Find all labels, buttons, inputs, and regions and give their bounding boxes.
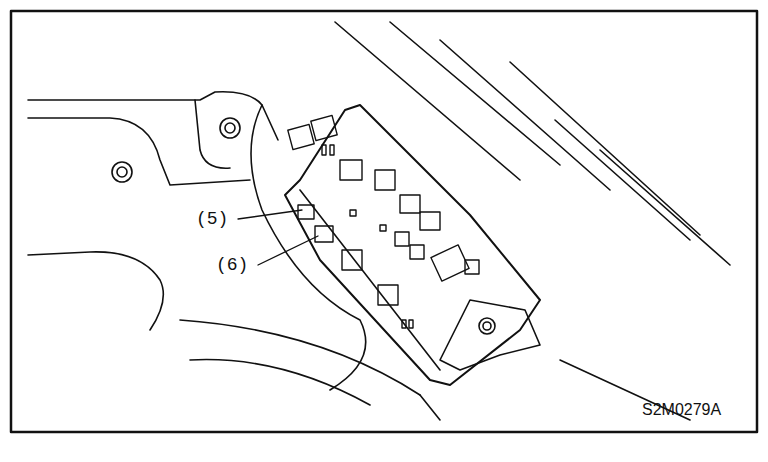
callout-number: (5) — [196, 210, 228, 228]
figure-code: S2M0279A — [642, 402, 721, 418]
callout-number: (6) — [216, 256, 248, 274]
